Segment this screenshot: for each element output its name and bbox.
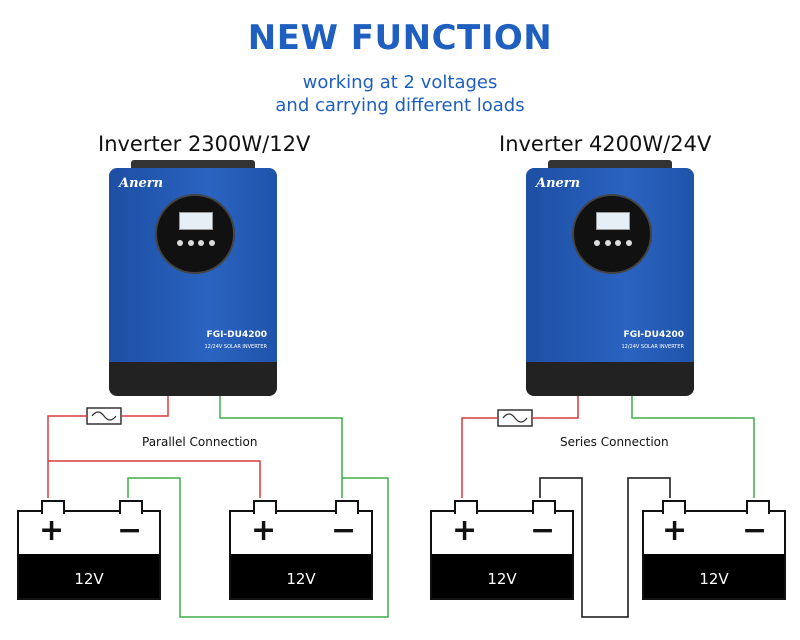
panel-button-icon [625, 240, 632, 246]
inverter-1-heading: Inverter 2300W/12V [98, 132, 311, 156]
battery-voltage-label: 12V [487, 570, 517, 588]
panel-button-icon [198, 240, 205, 246]
battery-base [19, 554, 159, 598]
positive-terminal [454, 500, 478, 514]
inverter-1: Anern FGI-DU4200 12/24V SOLAR INVERTER [109, 160, 277, 396]
battery-3: + − 12V [430, 500, 574, 600]
brand-logo: Anern [536, 176, 581, 191]
negative-terminal [335, 500, 359, 514]
left-positive-wire-3 [48, 460, 261, 498]
battery-voltage-label: 12V [699, 570, 729, 588]
negative-terminal [532, 500, 556, 514]
plus-sign: + [39, 513, 65, 548]
lcd-screen [596, 212, 630, 230]
inverter-2: Anern FGI-DU4200 12/24V SOLAR INVERTER [526, 160, 694, 396]
fuse-right-symbol [502, 413, 528, 423]
battery-base [432, 554, 572, 598]
parallel-connection-label: Parallel Connection [142, 435, 258, 449]
series-connection-label: Series Connection [560, 435, 669, 449]
page-title: NEW FUNCTION [247, 18, 553, 58]
minus-sign: − [530, 513, 556, 548]
series-link-wire [539, 477, 671, 618]
fuse-left-symbol [91, 411, 117, 421]
model-subtitle: 12/24V SOLAR INVERTER [621, 344, 684, 350]
positive-terminal [662, 500, 686, 514]
button-row [594, 240, 632, 246]
subtitle-line-2: and carrying different loads [275, 95, 525, 116]
panel-button-icon [604, 240, 611, 246]
battery-1: + − 12V [17, 500, 161, 600]
left-negative-wire-1 [219, 395, 343, 498]
inverter-2-heading: Inverter 4200W/24V [499, 132, 712, 156]
model-name: FGI-DU4200 [206, 330, 267, 340]
negative-terminal [746, 500, 770, 514]
model-subtitle: 12/24V SOLAR INVERTER [204, 344, 267, 350]
inverter-body: Anern FGI-DU4200 12/24V SOLAR INVERTER [109, 168, 277, 364]
battery-2: + − 12V [229, 500, 373, 600]
battery-4: + − 12V [642, 500, 786, 600]
model-name: FGI-DU4200 [623, 330, 684, 340]
panel-button-icon [177, 240, 183, 246]
minus-sign: − [742, 513, 768, 548]
left-negative-wire-2 [127, 477, 389, 618]
panel-button-icon [187, 240, 194, 246]
inverter-base [109, 362, 277, 396]
right-positive-wire-1 [532, 395, 579, 419]
panel-button-icon [615, 240, 622, 246]
battery-base [231, 554, 371, 598]
inverter-body: Anern FGI-DU4200 12/24V SOLAR INVERTER [526, 168, 694, 364]
right-positive-wire-2 [461, 417, 498, 498]
brand-logo: Anern [119, 176, 164, 191]
button-row [177, 240, 215, 246]
lcd-screen [179, 212, 213, 230]
control-panel [572, 194, 652, 274]
left-positive-wire-2 [47, 415, 87, 498]
positive-terminal [253, 500, 277, 514]
negative-terminal [119, 500, 143, 514]
panel-button-icon [208, 240, 215, 246]
battery-voltage-label: 12V [286, 570, 316, 588]
subtitle-line-1: working at 2 voltages [302, 72, 498, 93]
plus-sign: + [251, 513, 277, 548]
minus-sign: − [331, 513, 357, 548]
battery-voltage-label: 12V [74, 570, 104, 588]
plus-sign: + [452, 513, 478, 548]
minus-sign: − [117, 513, 143, 548]
inverter-top-cap [548, 160, 672, 170]
inverter-base [526, 362, 694, 396]
positive-terminal [41, 500, 65, 514]
panel-button-icon [594, 240, 600, 246]
inverter-top-cap [131, 160, 255, 170]
battery-base [644, 554, 784, 598]
left-positive-wire-1 [121, 395, 169, 417]
right-negative-wire [631, 395, 755, 498]
control-panel [155, 194, 235, 274]
plus-sign: + [662, 513, 688, 548]
